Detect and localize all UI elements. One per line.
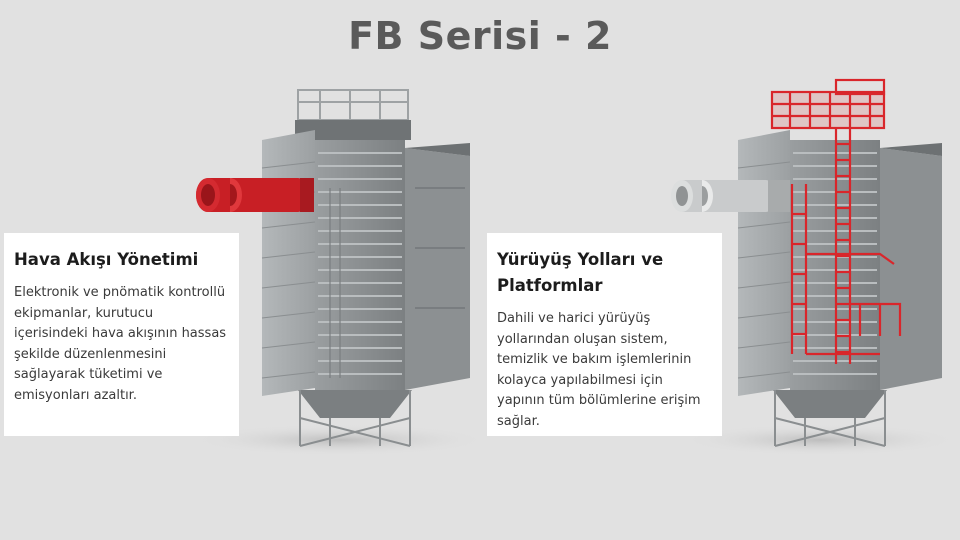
feature-card-walkways: Yürüyüş Yolları ve Platformlar Dahili ve…	[487, 233, 722, 436]
airflow-fan-highlight	[196, 178, 314, 212]
slide-title: FB Serisi - 2	[348, 14, 612, 58]
feature-card-heading: Hava Akışı Yönetimi	[14, 250, 199, 269]
airflow-fan-plain	[671, 180, 790, 212]
feature-card-body: Elektronik ve pnömatik kontrollü ekipman…	[14, 285, 227, 403]
feature-card-heading: Yürüyüş Yolları ve Platformlar	[497, 250, 664, 295]
feature-card-body: Dahili ve harici yürüyüş yollarından olu…	[497, 311, 701, 429]
walkway-platform-highlight	[770, 78, 902, 364]
dryer-illustration-airflow	[190, 89, 490, 456]
dryer-illustration-walkways	[671, 78, 960, 456]
feature-card-airflow: Hava Akışı Yönetimi Elektronik ve pnömat…	[4, 233, 239, 436]
